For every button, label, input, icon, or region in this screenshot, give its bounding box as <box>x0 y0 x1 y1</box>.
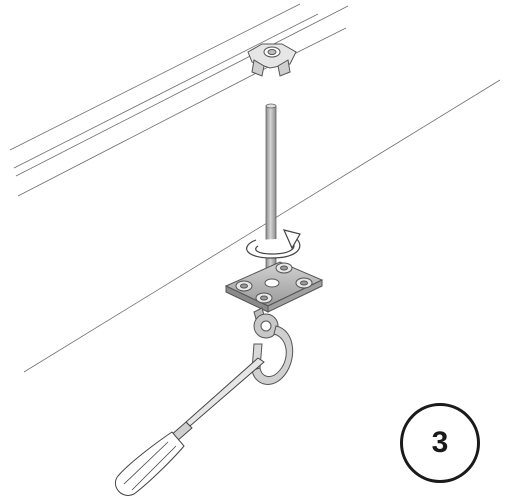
ceiling-lines <box>9 3 501 373</box>
step-number: 3 <box>431 426 449 459</box>
mounting-plate <box>224 261 324 313</box>
ceiling-anchor <box>247 43 297 77</box>
rotate-arrow-icon <box>246 229 301 259</box>
step-badge: 3 <box>400 403 480 483</box>
swivel-hook <box>251 307 294 385</box>
screwdriver <box>114 357 265 496</box>
